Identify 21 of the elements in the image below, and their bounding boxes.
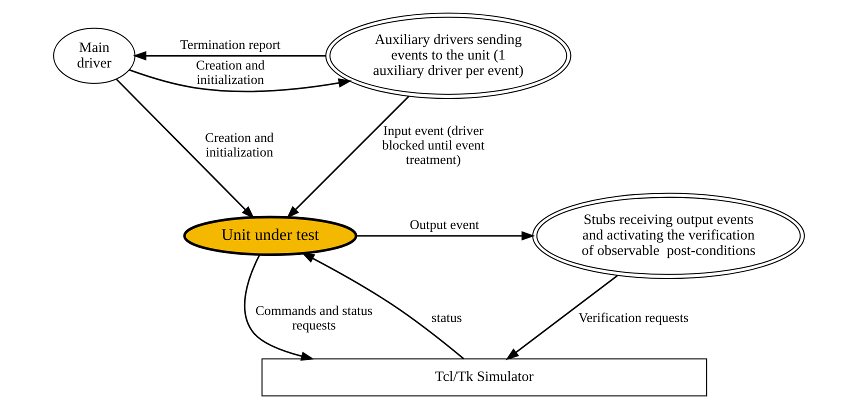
- node-ellipse: Auxiliary drivers sending events to the unit (1 auxiliary driver per event): [325, 12, 572, 98]
- arrow: [244, 254, 314, 360]
- edge-label: Output event: [410, 216, 480, 232]
- arrow: [356, 230, 535, 240]
- arrow: [129, 68, 352, 92]
- edge-label: Termination report: [180, 36, 281, 52]
- edge-label: Commands and status requests: [255, 302, 373, 332]
- node-box: Tcl/Tk Simulator: [262, 358, 708, 396]
- edge-label: Creation and initialization: [205, 130, 274, 160]
- node-ellipse: Unit under test: [183, 215, 358, 256]
- arrow: [301, 252, 464, 359]
- arrow: [116, 78, 255, 218]
- edge-label: Input event (driver blocked until event treatment): [382, 122, 485, 166]
- arrow: [286, 95, 410, 218]
- node-ellipse: Main driver: [53, 27, 136, 84]
- node-ellipse: Stubs receiving output events and activating the verification of observable post-conditions: [532, 192, 805, 279]
- edge-label: status: [432, 310, 462, 325]
- arrow: [506, 274, 618, 360]
- arrow: [132, 50, 326, 60]
- edge-label: Creation and initialization: [196, 57, 265, 87]
- edge-label: Verification requests: [578, 310, 689, 325]
